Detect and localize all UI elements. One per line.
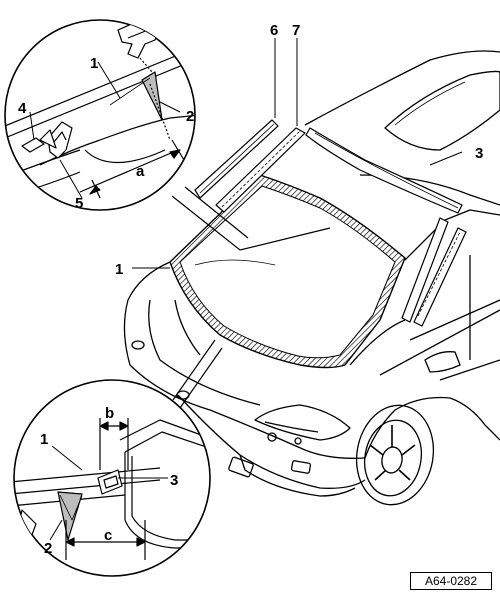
- callout-dim-b: b: [105, 405, 114, 422]
- callout-dim-a: a: [136, 163, 145, 180]
- callout-7: 7: [292, 22, 300, 39]
- figure-reference-label: A64-0282: [410, 572, 492, 590]
- main-leader-lines: [132, 38, 463, 269]
- windscreen-glass: [179, 185, 396, 359]
- callout-6: 6: [270, 22, 278, 39]
- callout-dim-c: c: [104, 527, 112, 544]
- callout-1-top: 1: [90, 55, 98, 72]
- callout-labels: 1 2 3 4 5 6 7 1 a b 1 3 2 c: [18, 22, 483, 557]
- callout-5-top: 5: [75, 195, 83, 212]
- callout-1-main: 1: [115, 261, 123, 278]
- callout-2-bottom: 2: [44, 540, 52, 557]
- callout-3-bottom: 3: [170, 472, 178, 489]
- callout-4-top: 4: [18, 100, 27, 117]
- callout-2-top: 2: [186, 108, 194, 125]
- detail-connectors: [171, 186, 331, 409]
- callout-1-bottom: 1: [40, 431, 48, 448]
- car-body: [123, 50, 500, 506]
- detail-circle-top: [4, 19, 196, 211]
- detail-circle-bottom: [13, 379, 211, 577]
- trim-strips: [194, 119, 467, 327]
- trim-strip-right: [401, 217, 449, 323]
- callout-3-right: 3: [475, 145, 483, 162]
